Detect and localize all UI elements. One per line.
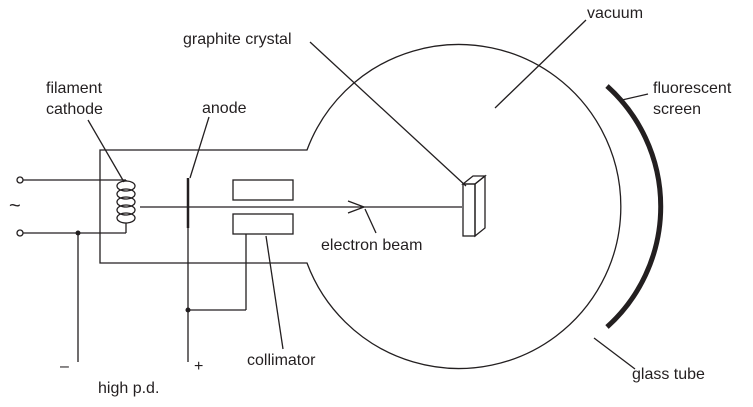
leader-glass-tube: [593, 337, 636, 370]
label-glass-tube: glass tube: [632, 366, 705, 383]
label-fluorescent: fluorescent: [653, 80, 732, 97]
label-high-pd: high p.d.: [98, 380, 159, 397]
graphite-crystal: [461, 174, 487, 238]
collimator-plate-bottom: [232, 213, 294, 235]
glass-tube-outline: [99, 43, 622, 370]
leader-collimator: [265, 235, 284, 350]
label-screen: screen: [653, 101, 701, 118]
label-collimator: collimator: [247, 352, 316, 369]
beam-arrow-icon: [347, 200, 366, 214]
label-anode: anode: [202, 100, 247, 117]
label-vacuum: vacuum: [587, 5, 643, 22]
collimator-plate-top: [232, 179, 294, 201]
leader-filament: [87, 119, 125, 183]
leader-electron-beam: [364, 208, 377, 234]
label-electron-beam: electron beam: [321, 237, 422, 254]
leader-vacuum: [494, 19, 587, 109]
terminal-bottom: [16, 229, 24, 237]
filament-coil: [116, 180, 136, 224]
plus-sign: +: [194, 358, 203, 375]
leader-graphite: [309, 41, 467, 187]
leader-fluorescent: [621, 93, 649, 101]
terminal-top: [16, 176, 24, 184]
label-cathode: cathode: [46, 101, 103, 118]
label-graphite-crystal: graphite crystal: [183, 31, 292, 48]
fluorescent-screen: [605, 84, 664, 329]
label-filament: filament: [46, 80, 103, 97]
ac-symbol-icon: ~: [9, 195, 21, 217]
minus-sign: –: [60, 358, 69, 375]
leader-anode: [189, 116, 210, 179]
anode-plate: [185, 178, 247, 362]
filament-wires: [16, 176, 127, 362]
